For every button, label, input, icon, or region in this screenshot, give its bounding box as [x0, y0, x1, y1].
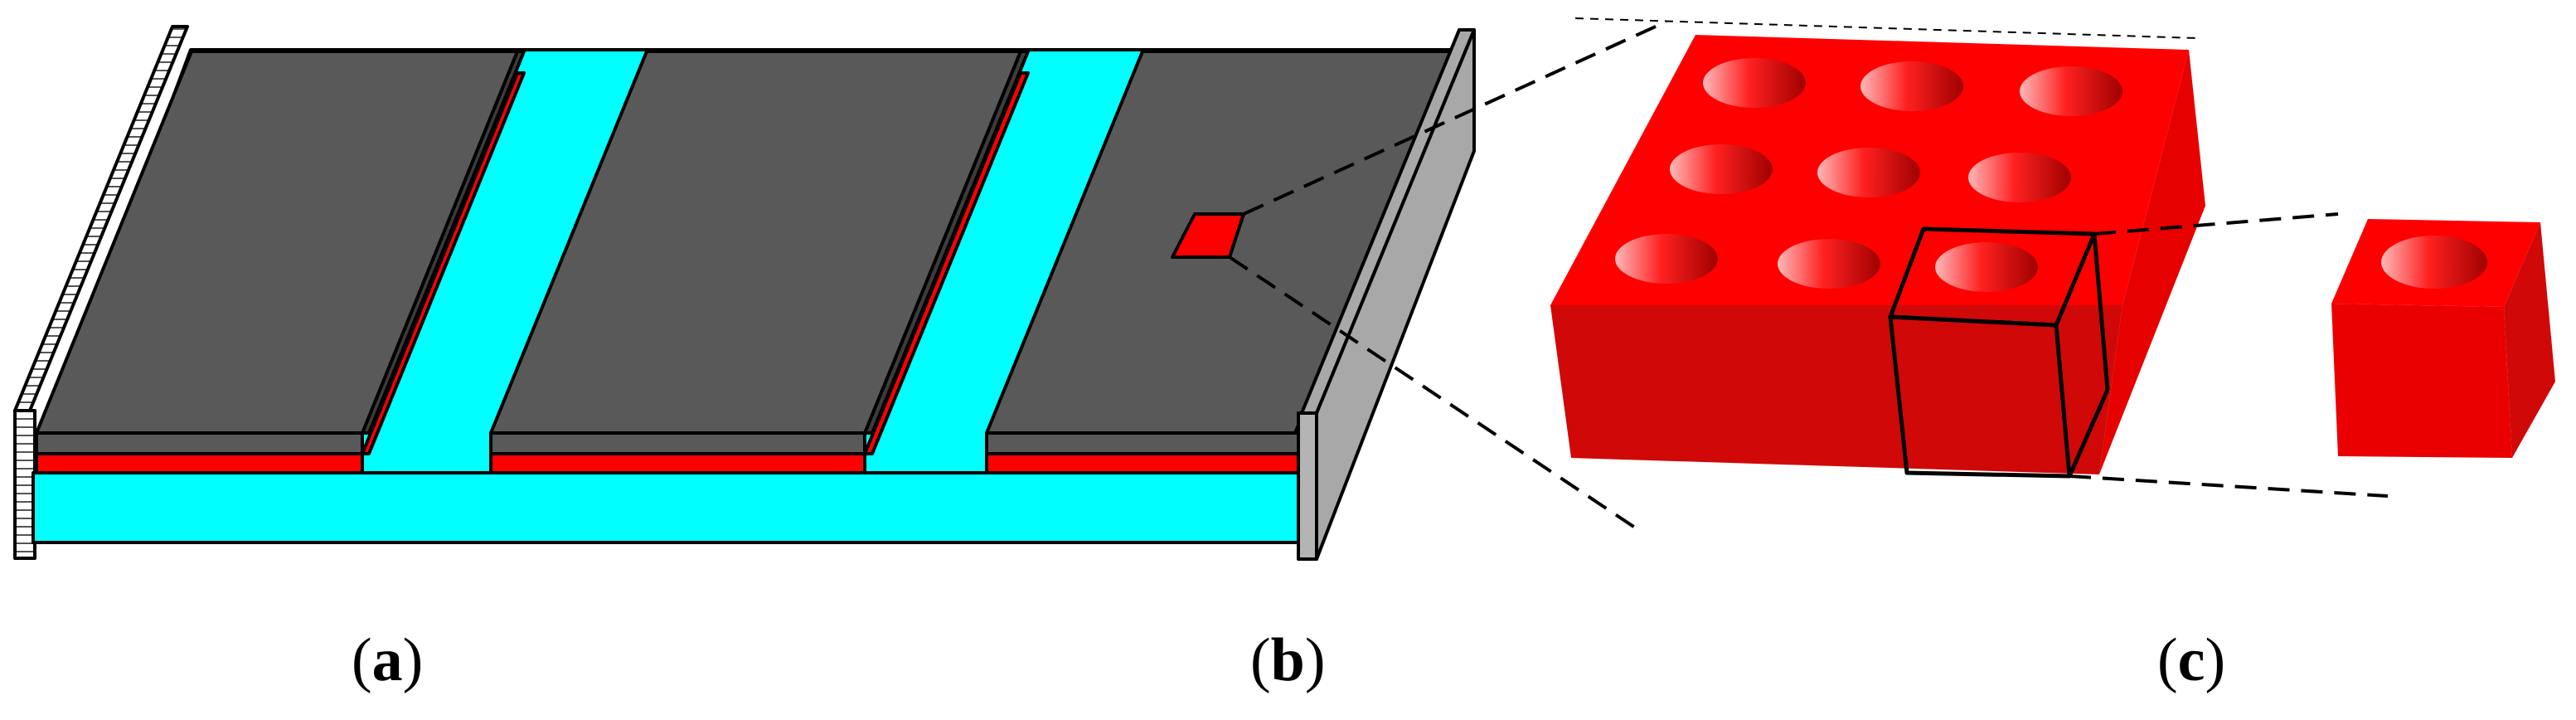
electrode-1-red-layer: [35, 452, 364, 474]
panel-c-open: (: [2157, 626, 2178, 694]
unit-cell-hole-icon: [2381, 236, 2487, 289]
hole-icon: [1670, 144, 1773, 194]
textured-block: [1550, 35, 2205, 479]
panel-a-open: (: [352, 626, 372, 694]
right-end-plate-front: [1297, 411, 1318, 561]
left-end-plate-front: [13, 409, 36, 560]
electrode-3-red-layer: [985, 452, 1303, 474]
hole-icon: [1968, 153, 2071, 202]
panel-label-b: (b): [1250, 625, 1325, 696]
electrode-strip-2: [489, 50, 1030, 474]
electrode-1-gray-layer: [35, 431, 364, 455]
hole-icon: [1703, 58, 1806, 108]
zoom-callout-lines-1: [1228, 20, 1667, 531]
electrode-1-red-side: [361, 71, 526, 455]
hole-icon: [1935, 242, 2038, 292]
hole-icon: [1778, 239, 1880, 289]
substrate-front-face: [32, 471, 1303, 544]
panel-b-open: (: [1250, 626, 1271, 694]
electrode-strip-1: [35, 50, 526, 474]
zoom-callout-lines-2: [2069, 212, 2389, 498]
panel-b-letter: b: [1270, 626, 1305, 694]
electrode-2-top-face: [489, 50, 1022, 435]
block-holes: [1615, 58, 2122, 292]
panel-a-letter: a: [371, 626, 403, 694]
electrode-2-red-layer: [489, 452, 866, 474]
unit-cell-right-face: [2504, 222, 2555, 458]
hole-icon: [2020, 66, 2122, 116]
unit-cell-front-face: [2331, 304, 2512, 458]
electrode-3-gray-layer: [985, 431, 1303, 455]
block-front-face: [1550, 305, 2122, 474]
panel-c-close: ): [2205, 626, 2226, 694]
isolated-unit-cell: [2331, 219, 2555, 458]
panel-label-a: (a): [352, 625, 423, 696]
block-right-face: [2099, 50, 2205, 474]
electrode-2-gray-layer: [489, 431, 866, 455]
electrode-1-top-face: [35, 50, 519, 435]
panel-label-c: (c): [2157, 625, 2225, 696]
device-structure: [13, 25, 1476, 561]
hole-icon: [1615, 234, 1718, 284]
hole-icon: [1817, 148, 1920, 197]
panel-b-close: ): [1304, 626, 1326, 694]
panel-a-close: ): [402, 626, 424, 694]
panel-c-letter: c: [2177, 626, 2205, 694]
zoom-callout-top-thin: [1574, 17, 2198, 39]
hole-icon: [1860, 61, 1963, 111]
